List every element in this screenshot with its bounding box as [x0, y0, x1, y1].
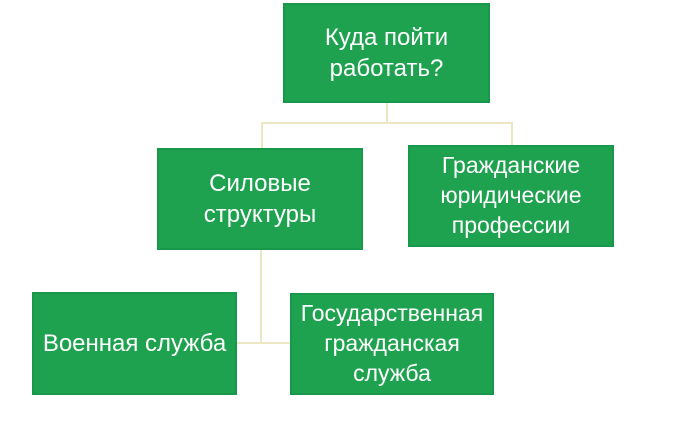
node-root-label: Куда пойти работать? — [324, 23, 449, 82]
connector-drop-silovye — [261, 124, 263, 148]
node-grazhdanskie-professii: Гражданские юридические профессии — [408, 145, 614, 247]
connector-drop-grazhdanskie — [511, 124, 513, 145]
node-silovye-struktury: Силовые структуры — [157, 148, 363, 250]
node-root: Куда пойти работать? — [283, 3, 490, 103]
node-grazhdanskie-label: Гражданские юридические профессии — [440, 152, 582, 238]
node-silovye-label: Силовые структуры — [203, 169, 317, 228]
node-gos-label: Государственная гражданская служба — [300, 300, 484, 386]
node-voennaya-sluzhba: Военная служба — [32, 292, 237, 395]
connector-silovye-stem — [260, 250, 262, 344]
connector-top-bus — [261, 122, 513, 124]
node-gosudarstvennaya-sluzhba: Государственная гражданская служба — [290, 293, 494, 395]
connector-root-stem — [386, 103, 388, 124]
connector-bottom-bus — [237, 342, 290, 344]
node-voennaya-label: Военная служба — [42, 329, 227, 357]
